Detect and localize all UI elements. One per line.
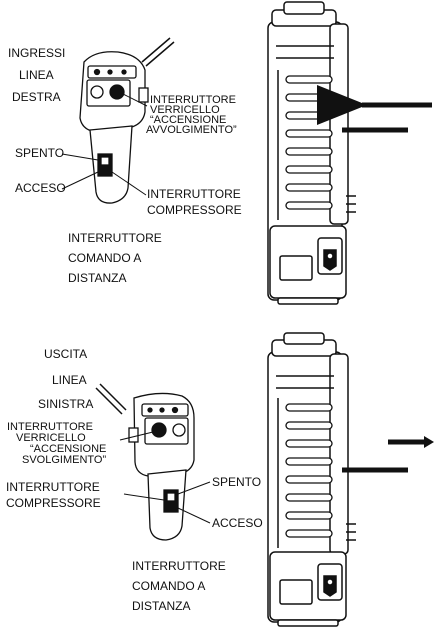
label-remote-top: INTERRUTTORE COMANDO A DISTANZA <box>68 231 162 285</box>
winch-switch-bottom-line-3: “ACCENSIONE <box>30 443 106 455</box>
bottom-spento-label: SPENTO <box>212 475 261 489</box>
remote-top-line-2: COMANDO A <box>68 251 141 265</box>
arrow-out-bottom-head <box>424 436 434 448</box>
label-compressor-switch-top: INTERRUTTORE COMPRESSORE <box>147 187 242 217</box>
label-winch-switch-top: INTERRUTTORE VERRICELLO “ACCENSIONE AVVO… <box>146 94 237 136</box>
leader-compressor-bottom <box>123 493 165 501</box>
uscita-line-2: LINEA <box>52 373 87 387</box>
winch-switch-bottom-line-2: VERRICELLO <box>16 432 86 444</box>
winch-body-bottom <box>267 332 356 627</box>
label-ingressi-linea-destra: INGRESSI LINEA DESTRA <box>8 46 65 104</box>
remote-control-bottom <box>95 383 195 541</box>
leader-acceso-top <box>61 171 99 190</box>
compressor-top-line-1: INTERRUTTORE <box>147 187 241 201</box>
compressor-bottom-line-2: COMPRESSORE <box>6 496 101 510</box>
winch-switch-top-line-2: VERRICELLO <box>150 104 220 116</box>
label-remote-bottom: INTERRUTTORE COMANDO A DISTANZA <box>132 559 226 613</box>
ingressi-line-3: DESTRA <box>12 90 61 104</box>
ingressi-line-1: INGRESSI <box>8 46 65 60</box>
winch-switch-bottom-line-1: INTERRUTTORE <box>7 421 93 433</box>
top-acceso-label: ACCESO <box>15 181 66 195</box>
ingressi-line-2: LINEA <box>19 68 54 82</box>
compressor-top-line-2: COMPRESSORE <box>147 203 242 217</box>
label-uscita-linea-sinistra: USCITA LINEA SINISTRA <box>38 347 93 411</box>
uscita-line-1: USCITA <box>44 347 87 361</box>
label-winch-switch-bottom: INTERRUTTORE VERRICELLO “ACCENSIONE SVOL… <box>7 421 106 466</box>
winch-switch-top-line-3: “ACCENSIONE <box>150 114 226 126</box>
remote-bottom-line-2: COMANDO A <box>132 579 205 593</box>
bottom-acceso-label: ACCESO <box>212 516 263 530</box>
label-compressor-switch-bottom: INTERRUTTORE COMPRESSORE <box>6 480 101 510</box>
leader-compressor-top <box>111 171 147 196</box>
winch-switch-top-line-1: INTERRUTTORE <box>150 94 236 106</box>
leader-acceso-bottom <box>177 507 211 524</box>
winch-switch-bottom-line-4: SVOLGIMENTO” <box>22 454 106 466</box>
remote-bottom-line-1: INTERRUTTORE <box>132 559 226 573</box>
leader-winch-bottom <box>119 431 154 441</box>
bottom-panel: USCITA LINEA SINISTRA INTERRUTTORE VERRI… <box>6 332 434 627</box>
leader-spento-top <box>61 153 99 161</box>
remote-top-line-3: DISTANZA <box>68 271 126 285</box>
remote-control-top <box>79 37 175 204</box>
compressor-bottom-line-1: INTERRUTTORE <box>6 480 100 494</box>
winch-switch-top-line-4: AVVOLGIMENTO” <box>146 124 237 136</box>
remote-bottom-line-3: DISTANZA <box>132 599 190 613</box>
winch-body-top <box>267 1 356 305</box>
top-spento-label: SPENTO <box>15 146 64 160</box>
top-panel: INGRESSI LINEA DESTRA INTERRUTTORE VERRI… <box>8 1 432 305</box>
leader-winch-top <box>120 92 148 107</box>
remote-top-line-1: INTERRUTTORE <box>68 231 162 245</box>
uscita-line-3: SINISTRA <box>38 397 93 411</box>
leader-spento-bottom <box>177 481 211 495</box>
